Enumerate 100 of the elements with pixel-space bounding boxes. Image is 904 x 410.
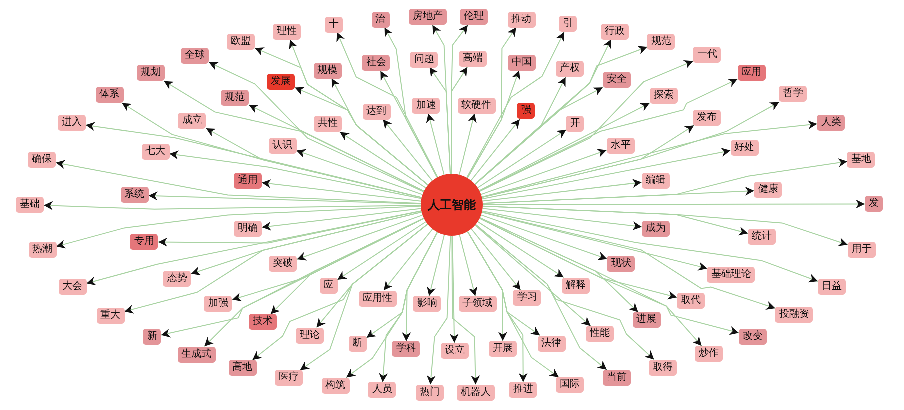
word-box: 社会 [362,55,390,72]
word-box: 行政 [601,24,630,40]
word-box: 编辑 [642,172,670,189]
word-box: 构筑 [322,378,350,394]
arrow [337,222,427,280]
word-box: 大会 [58,279,87,296]
arrow [479,102,650,192]
arrow [477,130,567,188]
word-box: 强 [517,103,536,120]
arrow [470,119,520,182]
arrow [262,179,422,202]
word-box: 产权 [556,61,584,78]
word-box: 专用 [130,234,158,250]
word-box: 认识 [268,138,297,154]
arrow [56,160,422,204]
word-box: 解释 [562,278,590,294]
word-box: 机器人 [456,384,495,401]
word-box: 生成式 [178,346,216,363]
word-box: 系统 [120,187,149,204]
word-box: 用于 [848,242,876,258]
word-box: 规范 [647,34,676,50]
word-box: 取代 [677,293,706,310]
word-box: 达到 [362,104,391,120]
word-box: 新 [143,329,162,346]
arrow [429,67,451,174]
arrow [478,221,564,278]
word-box: 开 [566,116,584,132]
word-box: 体系 [96,87,124,104]
word-box: 基础理论 [707,266,756,283]
word-box: 热门 [416,384,444,401]
word-box: 断 [348,336,367,352]
arrow [482,210,819,283]
word-box: 规范 [221,90,250,106]
arrow [148,192,422,205]
word-box: 软硬件 [458,98,496,114]
arrow [340,132,426,189]
arrow [232,218,425,302]
word-box: 引 [559,16,578,32]
arrow [382,119,433,182]
arrow [482,148,732,200]
word-box: 哲学 [779,86,808,102]
arrow [479,218,740,336]
word-box: 应用性 [358,290,397,306]
word-box: 炒作 [694,346,723,362]
arrow [204,218,425,348]
word-box: 全球 [181,48,210,64]
word-box: 规模 [314,62,342,79]
word-box: 子领域 [458,296,497,312]
word-box: 发 [864,196,883,212]
arrow [426,236,452,386]
word-box: 明确 [234,221,262,238]
word-box: 学习 [513,290,542,306]
arrow [384,27,438,178]
arrow [158,210,422,247]
arrow [451,66,468,174]
arrow [248,104,425,192]
word-box: 应 [320,278,338,294]
word-box: 推动 [508,12,536,28]
word-box: 健康 [754,182,782,198]
arrow [474,76,566,185]
arrow [426,113,445,176]
arrow [56,206,422,249]
word-box: 成立 [178,112,206,129]
word-box: 理论 [296,328,324,344]
arrow [296,149,424,196]
word-box: 规划 [137,65,165,82]
arrow [331,78,429,186]
arrow [467,70,520,179]
word-box: 问题 [410,52,438,68]
word-box: 发展 [267,74,296,90]
word-box: 理性 [273,24,302,40]
arrow [459,113,477,176]
word-box: 成为 [642,220,670,237]
word-box: 中国 [508,54,536,71]
arrow [475,224,608,370]
word-box: 投融资 [775,306,814,323]
arrow [384,228,434,291]
word-box: 突破 [269,256,298,272]
word-box: 探索 [650,88,678,104]
center-circle: 人工智能 [421,174,483,236]
word-box: 房地产 [409,9,448,26]
arrow [86,210,422,286]
arrow [480,149,608,196]
arrow [336,32,438,178]
arrow [482,208,642,231]
arrow [262,208,422,231]
arrow [482,212,776,310]
word-box: 好处 [730,140,759,156]
arrow [474,224,592,327]
word-box: 伦理 [460,9,488,26]
arrow [467,231,508,342]
word-box: 人员 [368,382,396,398]
word-box: 当前 [602,370,631,386]
word-box: 治 [372,12,390,28]
arrow [482,200,866,209]
word-box: 法律 [538,336,566,352]
word-box: 确保 [28,152,56,168]
arrow [480,218,639,313]
arrow [479,60,694,192]
arrow [366,232,438,338]
